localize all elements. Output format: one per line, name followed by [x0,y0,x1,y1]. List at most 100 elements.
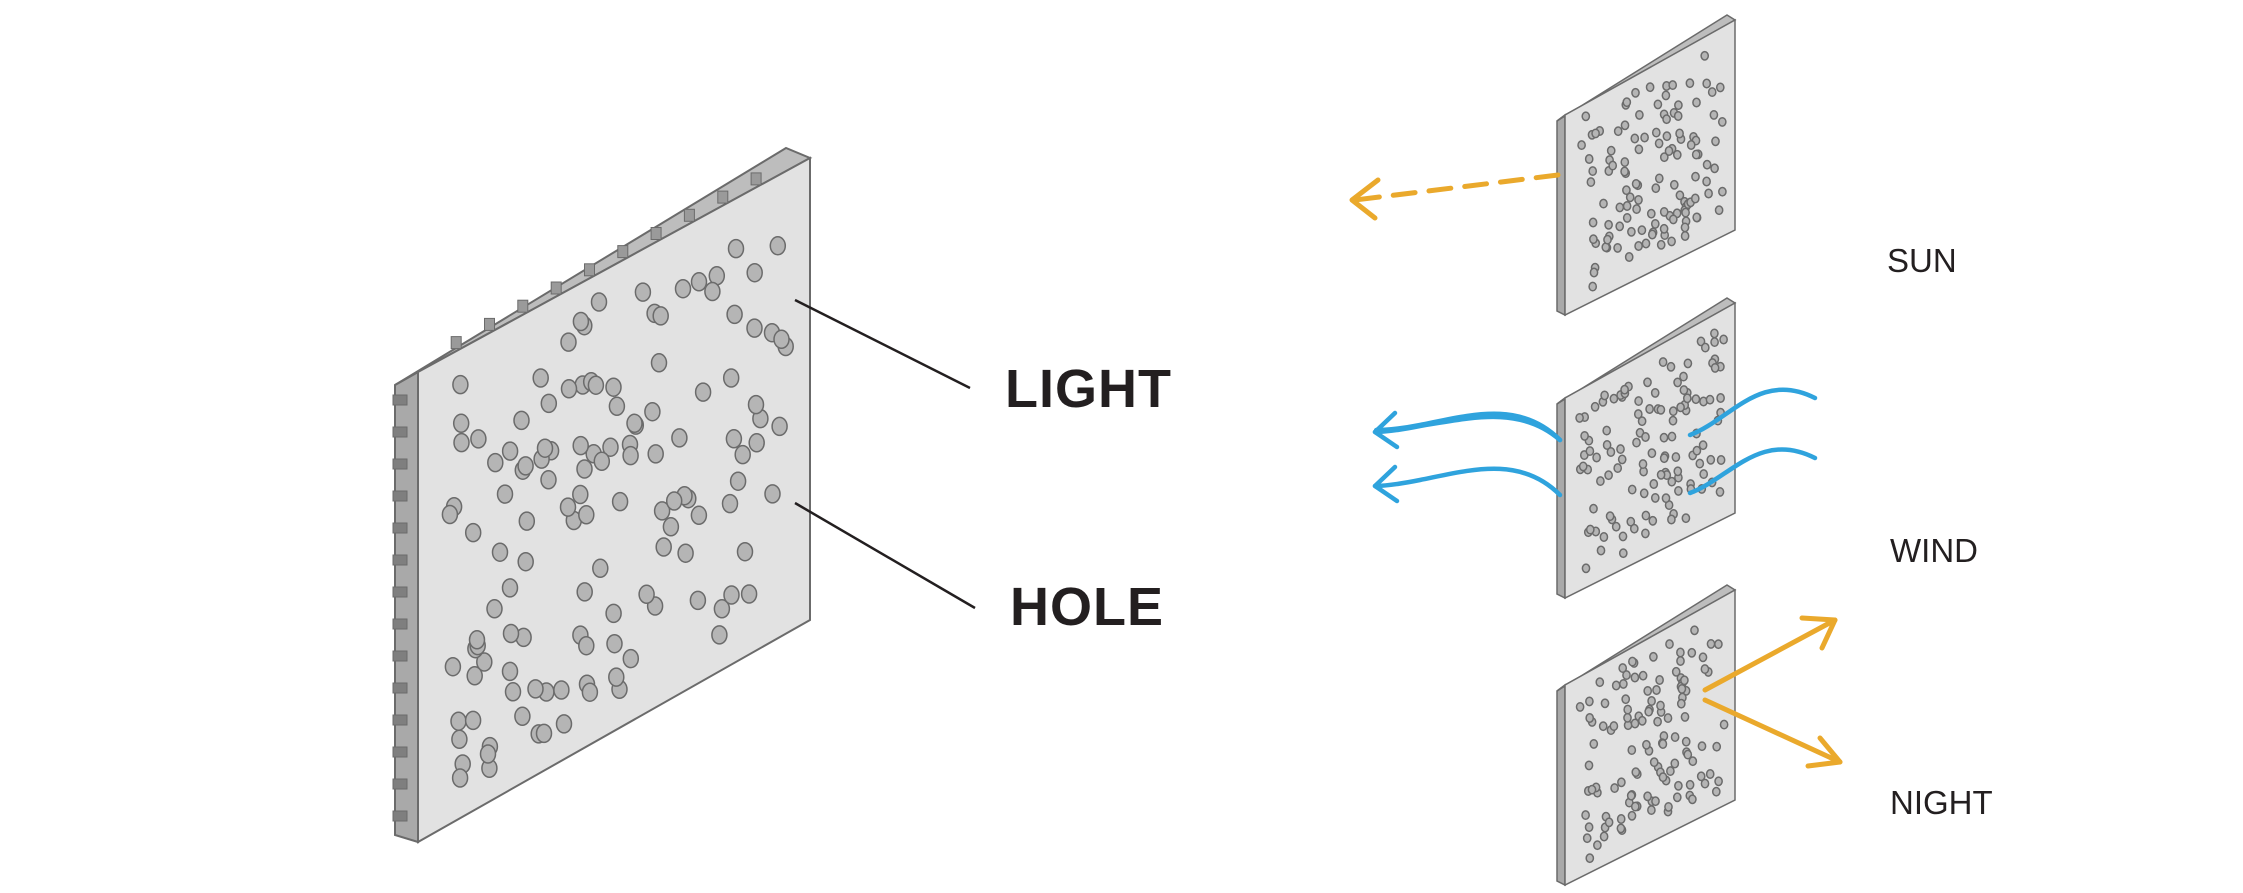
hole [1664,801,1673,812]
edge-notch [392,522,408,534]
hole [1687,647,1697,658]
hole [1653,99,1663,110]
hole [581,682,599,702]
hole [727,238,745,259]
hole [1620,166,1629,177]
hole [644,401,661,422]
small-panel-side [1556,396,1566,600]
hole [1682,393,1692,404]
hole [1596,476,1605,487]
hole [1673,377,1682,388]
hole [1691,149,1701,160]
hole [1620,384,1629,395]
hole [689,590,707,611]
hole [1622,201,1632,211]
hole [1670,732,1680,743]
hole [560,332,577,352]
hole [1690,193,1700,204]
hole [1700,664,1710,675]
hole [1658,772,1668,783]
hole [1686,140,1696,150]
hole [1710,337,1719,348]
hole [1585,713,1595,723]
hole [1616,444,1625,455]
hole [1700,342,1710,353]
hole [1681,513,1691,524]
hole [1714,205,1724,216]
hole [1641,510,1651,521]
hole [504,682,522,702]
hole [771,416,788,437]
hole [1624,252,1634,262]
light-leader-line [794,298,971,390]
main-panel-side [394,370,419,844]
hole [729,471,747,491]
sun-arrow-icon [1349,172,1561,221]
hole [1604,219,1613,230]
hole [1600,698,1610,709]
hole [1662,114,1671,125]
edge-notch [392,778,408,790]
hole [1575,412,1584,423]
hole [453,432,470,453]
hole [451,729,468,750]
hole [1681,207,1690,218]
hole [748,433,765,453]
hole [1604,470,1613,481]
hole [1717,116,1727,127]
hole [502,623,520,644]
hole [587,375,605,395]
hole-leader-line [794,501,976,610]
hole [1611,680,1621,691]
hole [1710,163,1719,174]
hole [1629,523,1639,534]
hole [572,484,589,505]
hole [1630,718,1640,729]
hole [451,768,469,788]
hole [1702,159,1712,170]
hole [1606,145,1616,156]
hole [746,318,763,338]
hole [1654,138,1664,149]
hole [1618,531,1628,542]
hole [1670,758,1680,769]
hole [1621,694,1631,705]
hole [501,661,519,682]
hole [1603,234,1612,245]
hole [1650,387,1660,398]
hole [1674,485,1683,496]
hole [527,679,544,699]
hole [1581,563,1591,574]
hole [1654,173,1664,184]
hole [1622,212,1632,223]
hole [1672,149,1682,160]
hole [1668,214,1678,225]
hole [1647,448,1657,459]
hole [1666,766,1675,777]
hole [1604,817,1614,828]
small-panel-side [1556,113,1566,317]
hole [1649,757,1659,768]
hole [476,652,493,672]
hole [1661,90,1671,101]
hole [1622,670,1631,681]
hole [1656,239,1666,250]
hole [553,680,570,700]
hole [496,484,514,504]
hole [1643,685,1653,696]
hole [532,368,549,388]
hole [1623,704,1633,715]
hole [1609,721,1619,732]
hole [725,429,743,449]
hole [1677,683,1687,694]
hole [1692,97,1701,108]
hole [1647,229,1657,240]
hole [1616,814,1626,824]
hole [1596,545,1606,556]
hole [572,435,589,456]
hole [1711,136,1720,147]
hole [1585,524,1595,535]
hole [1659,432,1669,443]
hole [1675,128,1684,139]
hole [1613,463,1623,474]
